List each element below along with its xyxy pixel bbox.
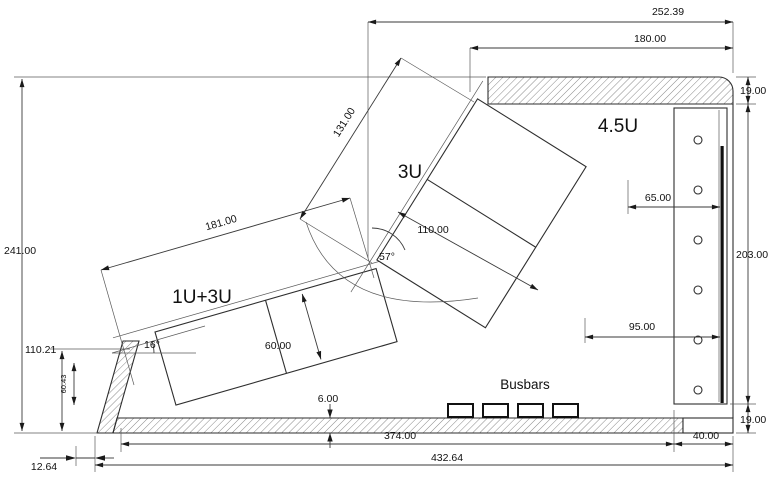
- bottom-right-corner: [682, 417, 734, 434]
- dim-top-inner: 180.00: [469, 33, 734, 92]
- dim-gap-95: 95.00: [584, 318, 721, 343]
- dim-label: 131.00: [331, 105, 358, 139]
- left-wall: [96, 340, 140, 434]
- dim-label: 110.21: [25, 344, 56, 356]
- dim-top-overall: 252.39: [367, 6, 734, 258]
- dim-label: 110.00: [417, 224, 448, 236]
- dim-label-60: 60.00: [265, 340, 291, 352]
- panel-hole: [693, 235, 703, 245]
- label-unit-1u3u: 1U+3U: [172, 287, 232, 308]
- busbars-group: [447, 403, 579, 418]
- busbar: [517, 403, 544, 418]
- dim-label: 12.64: [31, 461, 57, 473]
- enclosure-structure: [96, 76, 734, 434]
- dim-angle-16: 16°: [111, 325, 206, 354]
- dim-angle-57: 57°: [371, 227, 406, 263]
- label-busbars: Busbars: [500, 377, 550, 392]
- front-face-line: [112, 254, 404, 339]
- panel-hole: [693, 285, 703, 295]
- dim-60-line: [301, 293, 322, 360]
- dim-label: 95.00: [629, 321, 655, 333]
- dim-width-110: 110.00: [397, 211, 539, 291]
- dim-height-small: 60.43: [59, 362, 77, 406]
- dim-height-lower: 110.21: [25, 344, 130, 432]
- dim-label: 40.00: [693, 430, 719, 442]
- dim-label: 57°: [379, 251, 395, 263]
- label-unit-4-5u: 4.5U: [598, 116, 638, 137]
- front-face-line: [350, 80, 484, 293]
- dim-height-overall: 241.00: [4, 76, 486, 434]
- unit-4-5u-panel: [673, 107, 728, 405]
- dim-label: 432.64: [431, 452, 463, 464]
- dim-label: 181.00: [204, 213, 238, 233]
- dim-thickness: 6.00: [318, 393, 339, 448]
- dim-label: 65.00: [645, 192, 671, 204]
- dim-label: 6.00: [318, 393, 339, 405]
- dim-label: 180.00: [634, 33, 666, 45]
- label-unit-3u: 3U: [398, 162, 422, 183]
- busbar: [482, 403, 509, 418]
- panel-hole: [693, 385, 703, 395]
- top-wall: [487, 76, 734, 105]
- dim-gap-65: 65.00: [627, 180, 721, 214]
- dim-label: 252.39: [652, 6, 684, 18]
- unit-1u3u: [112, 254, 404, 406]
- dim-offset-bottom-left: 12.64: [31, 436, 114, 473]
- panel-hole: [693, 135, 703, 145]
- busbar-vertical: [720, 146, 724, 403]
- dim-bottom-overall: 432.64: [94, 452, 734, 468]
- dim-right-height: 203.00: [730, 103, 768, 405]
- dim-right-width: 40.00: [673, 430, 734, 472]
- panel-hole: [693, 185, 703, 195]
- dim-label: 19.00: [740, 85, 766, 97]
- dim-label: 241.00: [4, 245, 36, 257]
- dim-label: 374.00: [384, 430, 416, 442]
- dim-right-bottom: 19.00: [736, 403, 766, 434]
- dim-right-top: 19.00: [736, 76, 766, 105]
- dim-label: 203.00: [736, 249, 768, 261]
- dim-label: 19.00: [740, 414, 766, 426]
- busbar: [447, 403, 474, 418]
- panel-body: [673, 107, 728, 405]
- dim-label: 16°: [144, 339, 160, 351]
- unit-divider: [265, 300, 288, 374]
- busbar: [552, 403, 579, 418]
- dim-label: 60.43: [59, 375, 68, 394]
